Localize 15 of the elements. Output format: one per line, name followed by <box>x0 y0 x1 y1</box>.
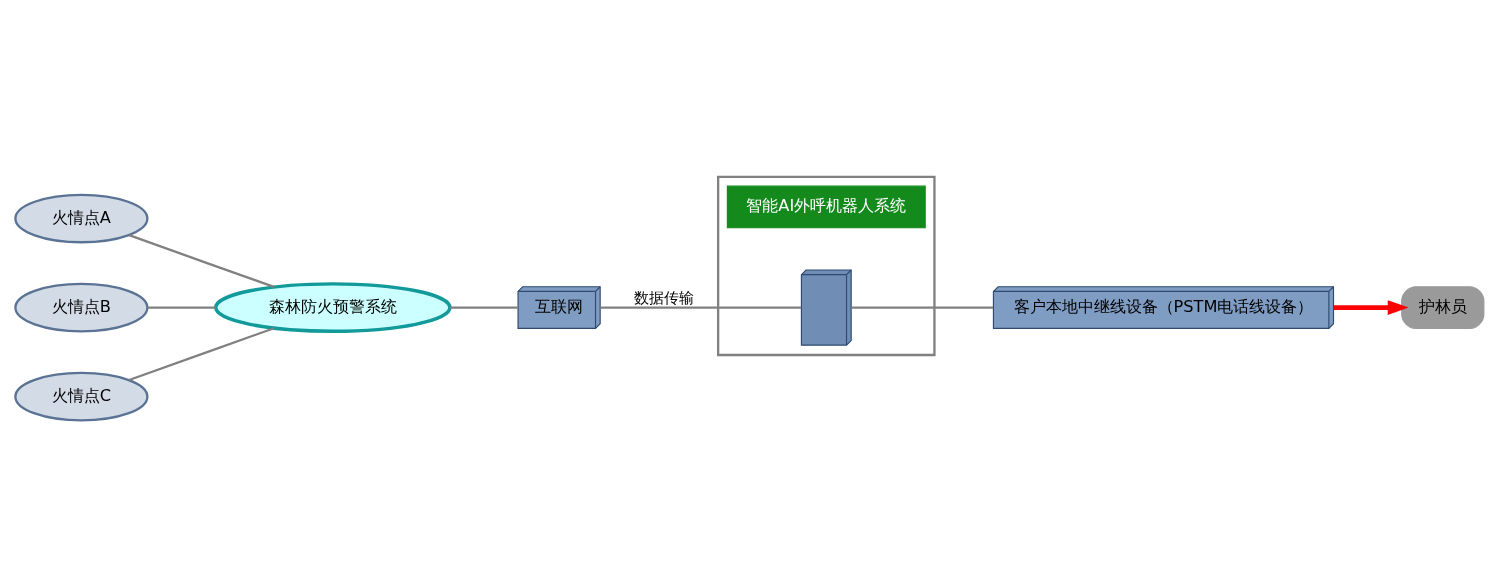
node-ellipse: 森林防火预警系统 <box>214 281 452 333</box>
cluster <box>717 175 936 356</box>
connector <box>128 233 275 288</box>
connector <box>147 305 216 309</box>
connector <box>449 305 518 309</box>
arrow <box>1333 299 1409 315</box>
connector <box>600 305 802 309</box>
edge-label: 数据传输 <box>633 288 694 307</box>
node-ellipse: 火情点B <box>14 282 149 332</box>
node-box: 护林员 <box>1401 285 1485 329</box>
node-ellipse: 火情点A <box>14 193 149 243</box>
connector <box>128 326 275 381</box>
node-box: 智能AI外呼机器人系统 <box>726 185 926 228</box>
node-ellipse: 火情点C <box>14 371 149 422</box>
connector <box>851 305 994 309</box>
